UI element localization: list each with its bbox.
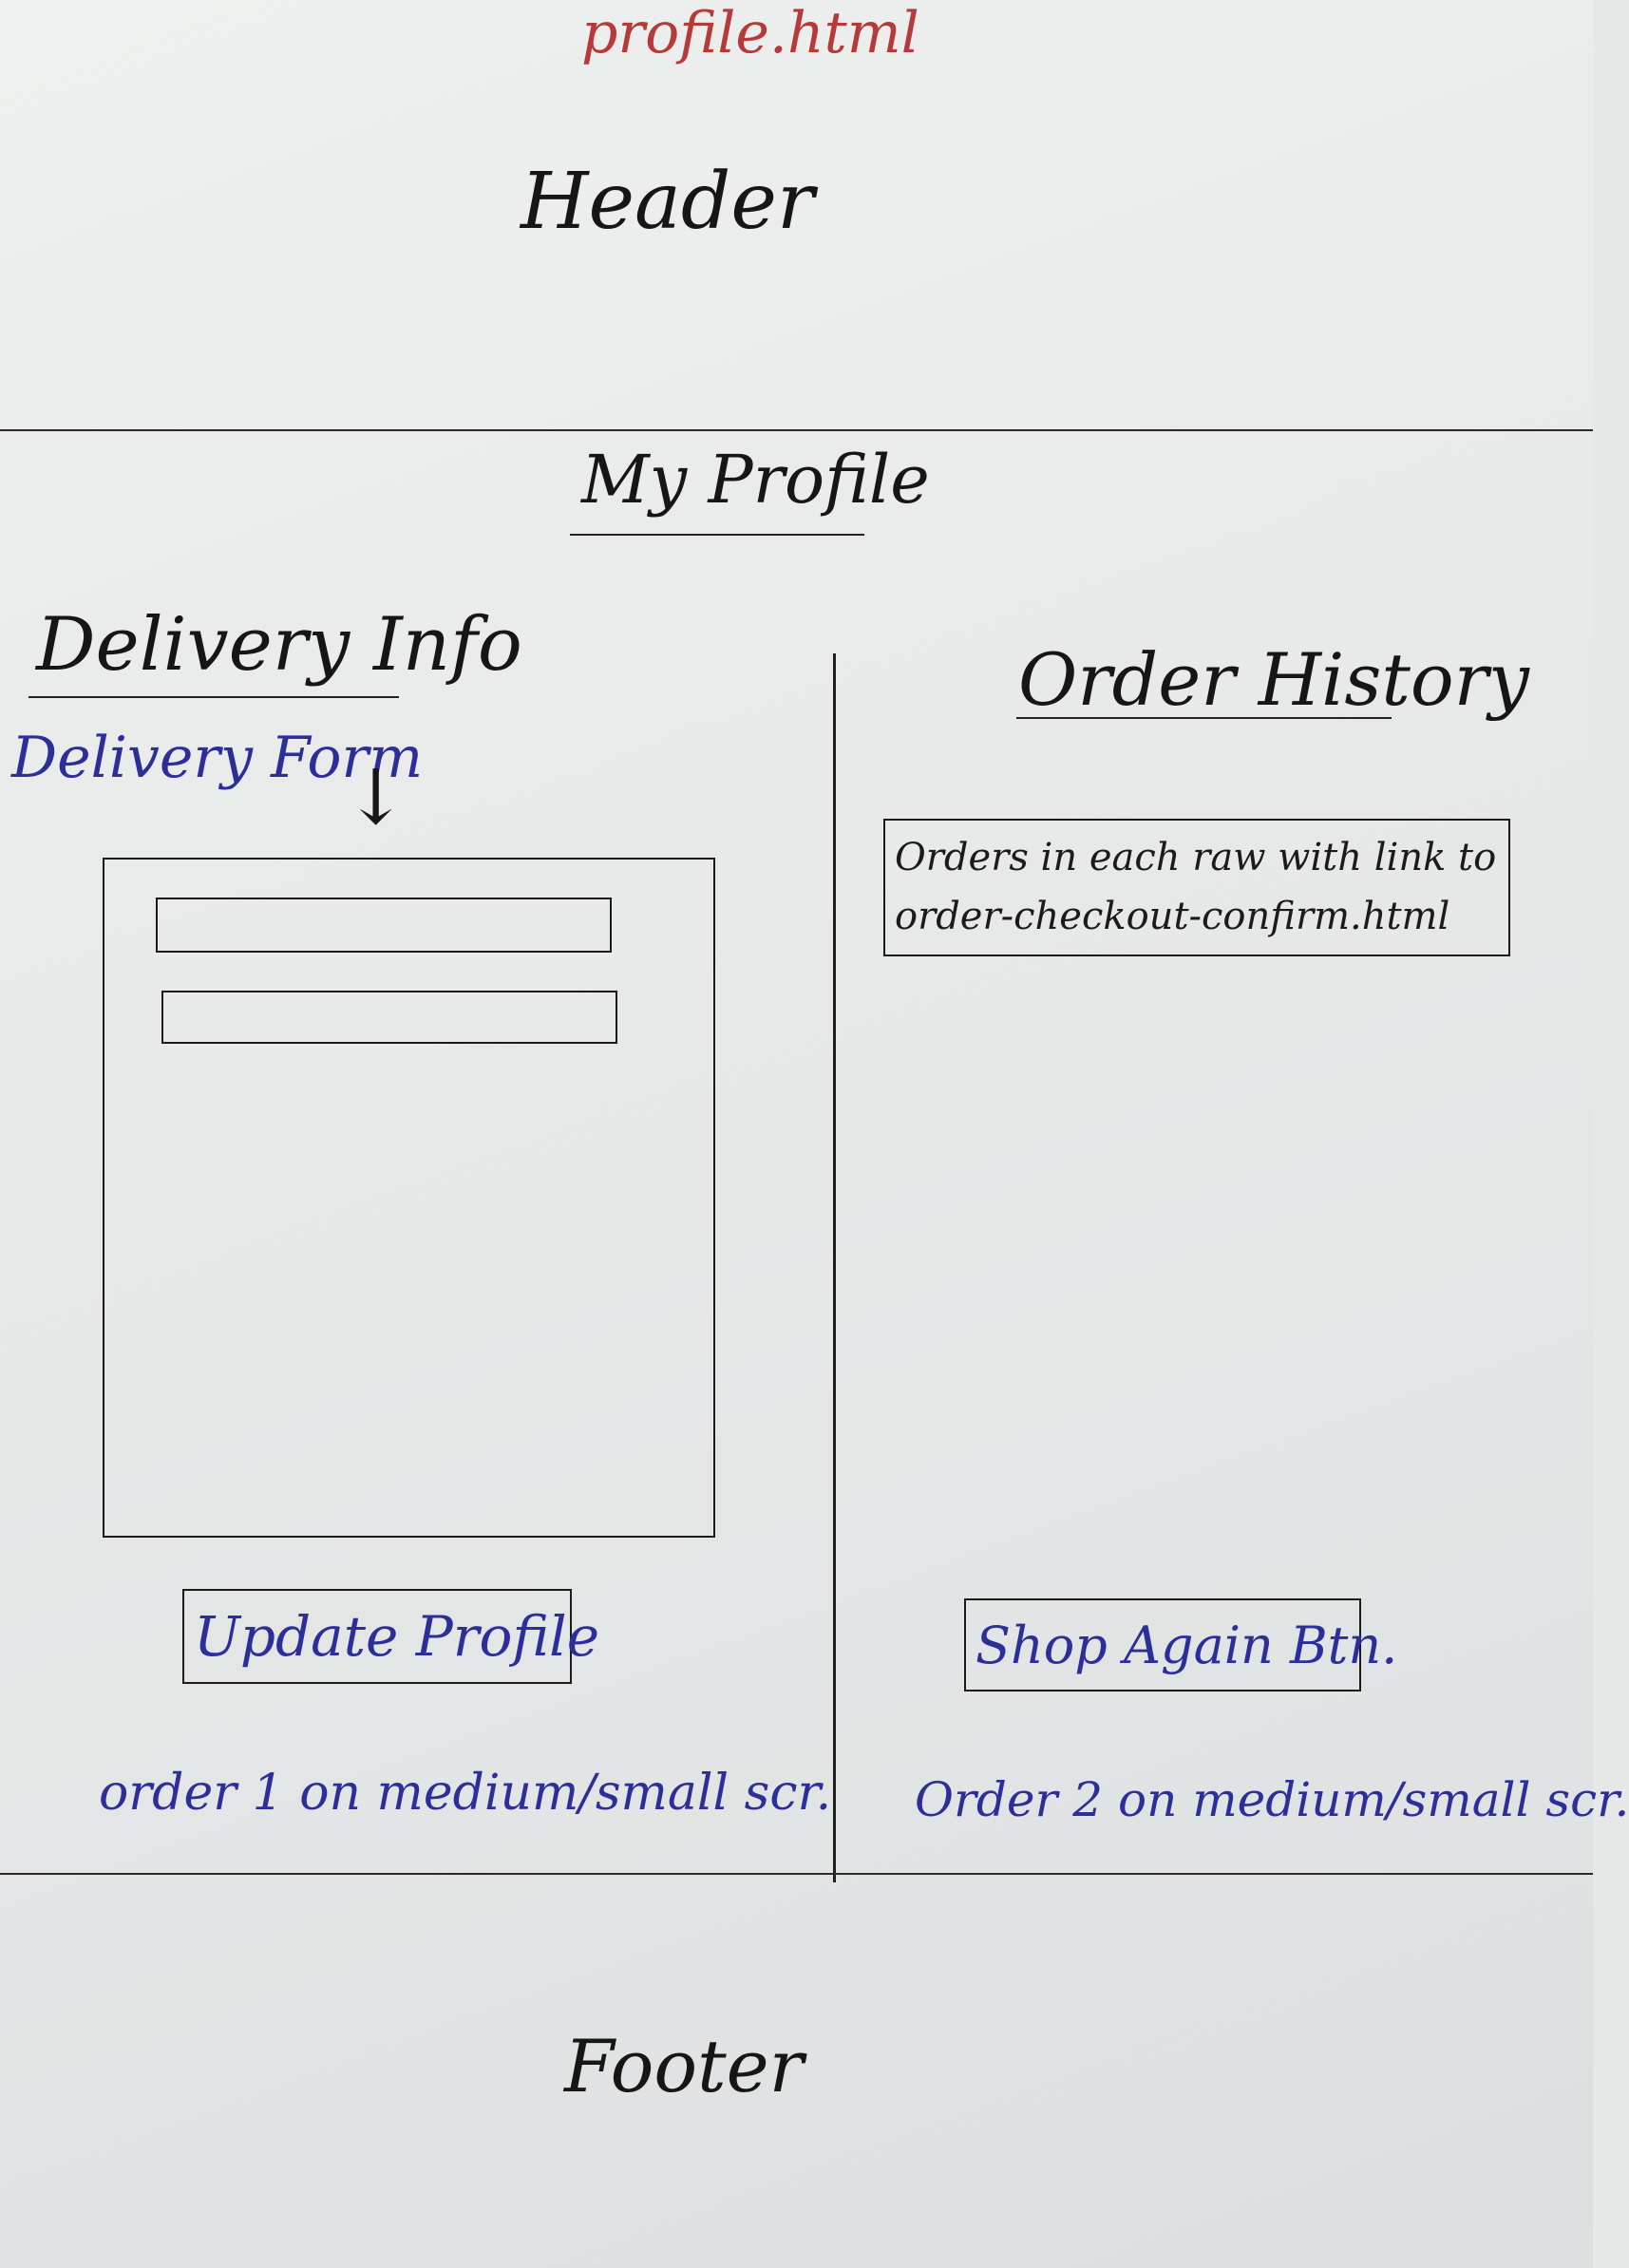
footer-divider bbox=[0, 1873, 1593, 1875]
delivery-info-underline bbox=[28, 696, 399, 698]
order-history-underline bbox=[1016, 717, 1392, 719]
order-history-heading: Order History bbox=[1018, 637, 1529, 722]
left-order-note: order 1 on medium/small scr. bbox=[99, 1765, 832, 1822]
right-order-note: Order 2 on medium/small scr. bbox=[915, 1772, 1629, 1827]
orders-list-box: Orders in each raw with link to order-ch… bbox=[883, 819, 1510, 956]
file-title: profile.html bbox=[581, 0, 919, 66]
page-title-underline bbox=[570, 534, 864, 536]
delivery-form-box bbox=[103, 858, 715, 1538]
column-divider bbox=[833, 653, 836, 1882]
shop-again-button-label: Shop Again Btn. bbox=[976, 1615, 1398, 1675]
delivery-form-field-2[interactable] bbox=[161, 991, 617, 1044]
delivery-form-note: Delivery Form bbox=[11, 725, 424, 791]
page-title: My Profile bbox=[581, 441, 930, 519]
delivery-form-field-1[interactable] bbox=[156, 898, 612, 953]
orders-note-line-1: Orders in each raw with link to bbox=[895, 836, 1497, 879]
shop-again-button[interactable]: Shop Again Btn. bbox=[964, 1598, 1397, 1692]
orders-note-line-2: order-checkout-confirm.html bbox=[895, 895, 1450, 938]
arrow-down-icon: ↓ bbox=[344, 753, 408, 841]
header-divider bbox=[0, 429, 1593, 431]
footer-label: Footer bbox=[564, 2024, 804, 2108]
update-profile-button[interactable]: Update Profile bbox=[182, 1589, 599, 1684]
update-profile-button-label: Update Profile bbox=[194, 1604, 600, 1669]
delivery-info-heading: Delivery Info bbox=[36, 602, 522, 688]
header-label: Header bbox=[521, 157, 815, 247]
